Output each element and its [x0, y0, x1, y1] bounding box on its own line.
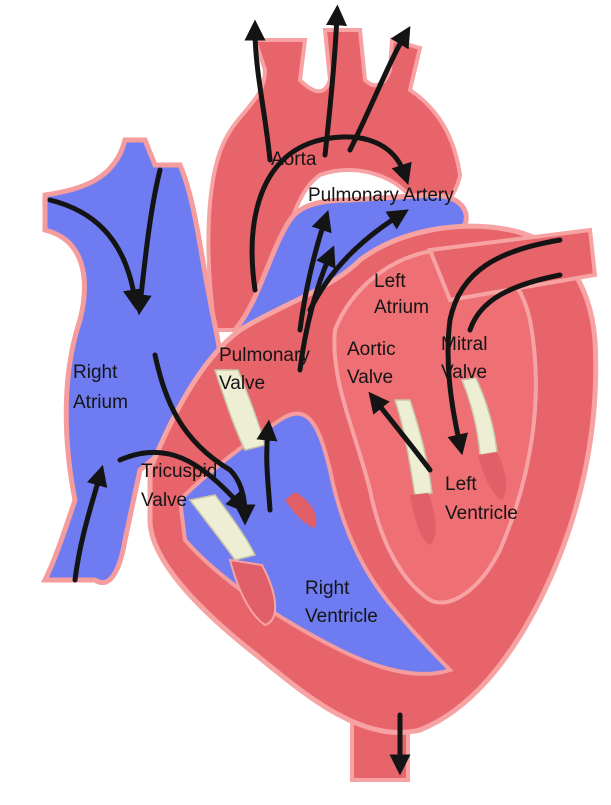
label-left-ventricle-2: Ventricle — [445, 503, 518, 524]
label-tricuspid-valve-1: Tricuspid — [141, 461, 218, 482]
arrow-svc-in — [47, 197, 144, 311]
mitral-valve — [460, 377, 507, 500]
label-pulmonary-valve-1: Pulmonary — [219, 345, 310, 366]
arrow-pa-mid — [297, 245, 336, 373]
pulmonary-veins — [427, 227, 598, 303]
label-right-ventricle-2: Ventricle — [305, 606, 378, 627]
arrow-pa-left — [297, 210, 332, 333]
flow-arrows — [47, 4, 563, 776]
arrow-pulmonary-vein-1 — [445, 237, 563, 456]
label-aortic-valve-1: Aortic — [347, 339, 396, 360]
right-ventricle-cavity — [177, 411, 454, 676]
arrow-aorta-arch — [249, 134, 412, 293]
label-pulmonary-artery: Pulmonary Artery — [308, 185, 454, 206]
label-right-ventricle-1: Right — [305, 578, 350, 599]
label-right-atrium-2: Atrium — [73, 392, 128, 413]
arrow-ivc-up — [72, 464, 108, 583]
arrow-lv-to-aorta — [368, 391, 433, 473]
label-left-ventricle-1: Left — [445, 474, 477, 495]
label-tricuspid-valve-2: Valve — [141, 490, 188, 511]
label-aorta: Aorta — [271, 149, 317, 170]
label-mitral-valve-1: Mitral — [441, 334, 488, 355]
label-pulmonary-valve-2: Valve — [219, 373, 266, 394]
arrow-rv-up — [256, 419, 278, 513]
arrow-aorta-branch-1 — [244, 19, 273, 163]
tricuspid-valve — [188, 494, 277, 627]
pulmonary-valve — [213, 369, 317, 528]
arrow-svc-down — [130, 167, 163, 316]
label-right-atrium-1: Right — [73, 362, 118, 383]
label-left-atrium-2: Atrium — [374, 297, 429, 318]
arrow-pulmonary-vein-2 — [467, 272, 563, 333]
label-aortic-valve-2: Valve — [347, 367, 394, 388]
label-mitral-valve-2: Valve — [441, 362, 488, 383]
label-left-atrium-1: Left — [374, 271, 406, 292]
arrow-tricuspid-2 — [117, 449, 247, 513]
